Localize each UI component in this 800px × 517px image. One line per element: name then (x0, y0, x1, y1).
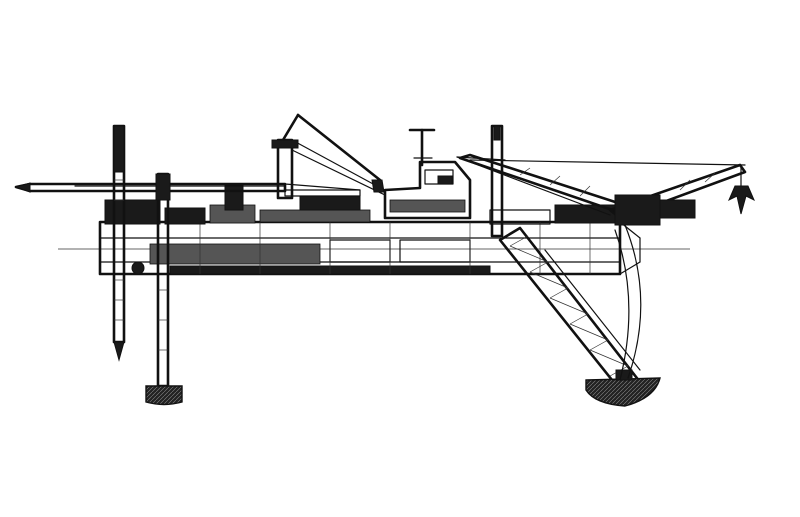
hull-pontoon (98, 184, 641, 276)
spud-pole-working (145, 172, 183, 406)
anchor (728, 167, 755, 215)
anchor-boom (458, 153, 747, 226)
spud-carrier (14, 182, 361, 197)
cutter-head (585, 369, 661, 407)
a-frame-crane (271, 113, 386, 200)
deckhouse (383, 160, 472, 220)
radar-mast (408, 128, 436, 167)
spud-pole-aft (112, 124, 126, 362)
ladder-hoist-wire (614, 224, 642, 381)
